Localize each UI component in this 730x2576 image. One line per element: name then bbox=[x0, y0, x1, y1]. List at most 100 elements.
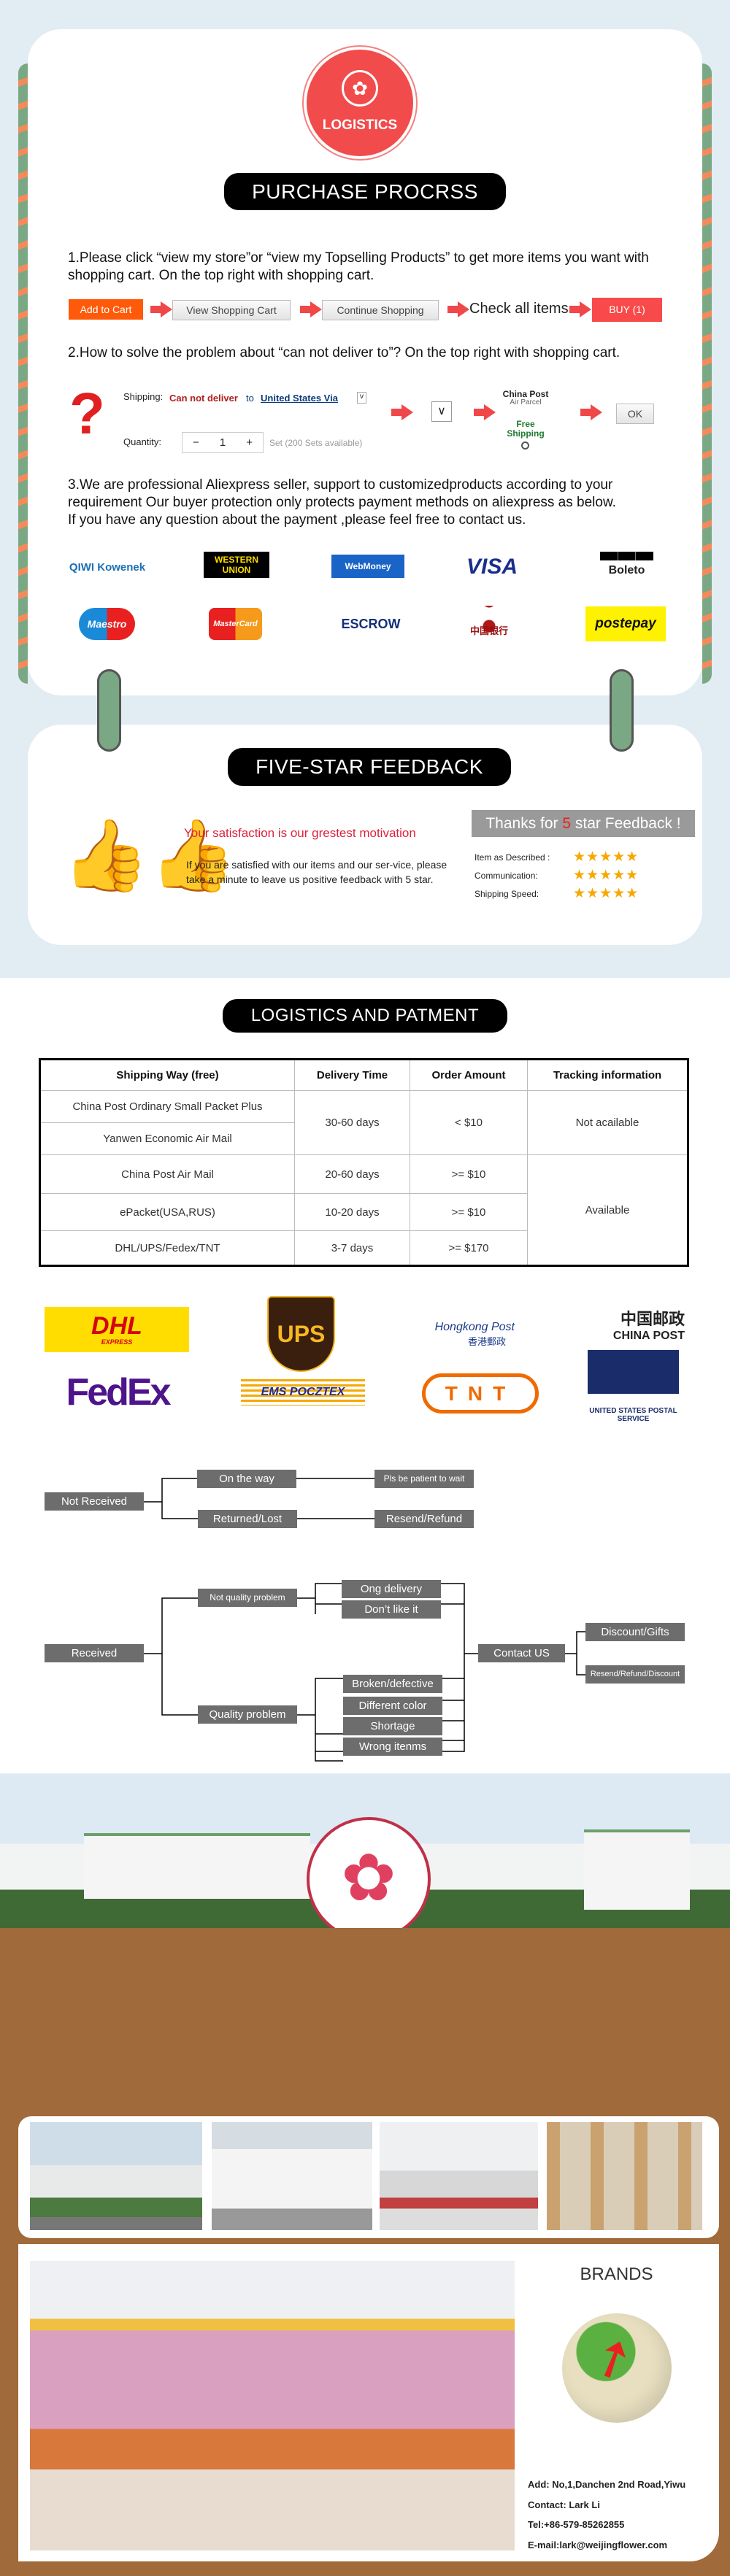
payment-boleto: Boleto bbox=[600, 552, 653, 581]
step3-text: 3.We are professional Aliexpress seller,… bbox=[68, 477, 616, 510]
carrier-dhl: DHL EXPRESS bbox=[45, 1307, 189, 1352]
payment-bank-of-china: 中国银行 bbox=[467, 606, 511, 642]
continue-shopping-button[interactable]: Continue Shopping bbox=[322, 300, 439, 320]
flow-returned: Returned/Lost bbox=[198, 1510, 297, 1528]
arrow-icon bbox=[391, 404, 413, 420]
step2-text: 2.How to solve the problem about “can no… bbox=[68, 345, 620, 360]
flow-received: Received bbox=[45, 1644, 144, 1662]
payment-webmoney: WebMoney bbox=[331, 555, 404, 578]
table-cell: >= $170 bbox=[410, 1230, 528, 1266]
shipping-radio[interactable] bbox=[521, 441, 529, 450]
contact-address: Add: No,1,Danchen 2nd Road,Yiwu bbox=[528, 2479, 686, 2490]
payment-western-union: WESTERN UNION bbox=[204, 552, 269, 578]
table-cell: DHL/UPS/Fedex/TNT bbox=[39, 1230, 295, 1266]
photo-showroom bbox=[30, 2261, 515, 2550]
step1-text: 1.Please click “view my store”or “view m… bbox=[68, 250, 649, 283]
chinapost-chinese: 中国邮政 bbox=[620, 1310, 685, 1328]
factory-building bbox=[84, 1833, 310, 1899]
table-cell: Yanwen Economic Air Mail bbox=[39, 1122, 295, 1155]
shipping-dropdown-icon[interactable]: v bbox=[357, 392, 366, 404]
rating-row: Shipping Speed: ★★★★★ bbox=[474, 884, 694, 903]
payment-visa: VISA bbox=[466, 555, 518, 579]
ratings-list: Item as Described : ★★★★★ Communication: ★★… bbox=[474, 848, 694, 903]
decrement-button[interactable]: − bbox=[193, 436, 199, 449]
carrier-ups: UPS bbox=[267, 1296, 335, 1372]
arrow-icon bbox=[300, 301, 322, 317]
flow-shortage: Shortage bbox=[343, 1717, 442, 1735]
thanks-pre: Thanks for bbox=[485, 815, 563, 832]
payment-escrow: ESCROW bbox=[341, 616, 401, 631]
flow-wait: Pls be patient to wait bbox=[374, 1470, 474, 1488]
flow-long-delivery: Ong delivery bbox=[342, 1580, 441, 1598]
payment-postepay: postepay bbox=[585, 606, 666, 641]
feedback-body: If you are satisfied with our items and … bbox=[186, 859, 447, 885]
table-cell: >= $10 bbox=[410, 1154, 528, 1194]
rating-stars-icon: ★★★★★ bbox=[573, 849, 639, 865]
flow-wrong: Wrong itenms bbox=[343, 1738, 442, 1756]
check-all-items-label: Check all items bbox=[469, 301, 569, 317]
quantity-value[interactable]: 1 bbox=[219, 436, 226, 449]
carrier-tnt: TNT bbox=[422, 1373, 539, 1414]
photo-factory-exterior bbox=[30, 2122, 202, 2230]
quantity-stepper[interactable]: − 1 + bbox=[182, 432, 264, 453]
rating-label: Item as Described : bbox=[474, 852, 550, 863]
rating-row: Communication: ★★★★★ bbox=[474, 866, 694, 884]
carrier-sub: Air Parcel bbox=[510, 398, 542, 406]
shipping-to: to bbox=[246, 393, 254, 404]
table-cell: >= $10 bbox=[410, 1193, 528, 1231]
flow-quality: Quality problem bbox=[198, 1705, 297, 1724]
payment-qiwi: QIWI Kowenek bbox=[69, 561, 146, 574]
carrier-hongkong-post: Hongkong Post 香港郵政 bbox=[398, 1306, 515, 1357]
ok-button[interactable]: OK bbox=[616, 404, 654, 424]
dropdown-open-icon[interactable]: ∨ bbox=[431, 401, 452, 422]
shipping-error: Can not deliver bbox=[169, 393, 238, 404]
view-shopping-cart-button[interactable]: View Shopping Cart bbox=[172, 300, 291, 320]
header-tracking: Tracking information bbox=[527, 1059, 688, 1091]
company-logo-icon: ✿ bbox=[307, 1817, 431, 1928]
flow-diff-color: Different color bbox=[343, 1697, 442, 1715]
rating-label: Communication: bbox=[474, 870, 538, 881]
logistics-title: LOGISTICS AND PATMENT bbox=[223, 999, 507, 1033]
payment-maestro: Maestro bbox=[79, 608, 135, 640]
header-order-amount: Order Amount bbox=[410, 1059, 528, 1091]
thanks-banner: Thanks for 5 star Feedback ! bbox=[472, 810, 695, 837]
flowchart-lines bbox=[144, 1478, 585, 1762]
buy-button[interactable]: BUY (1) bbox=[592, 298, 662, 322]
table-cell: China Post Ordinary Small Packet Plus bbox=[39, 1090, 295, 1123]
hkpost-label: Hongkong Post bbox=[434, 1321, 515, 1333]
thanks-post: star Feedback ! bbox=[571, 815, 681, 832]
rating-label: Shipping Speed: bbox=[474, 888, 539, 899]
contact-email[interactable]: E-mail:lark@weijingflower.com bbox=[528, 2540, 668, 2550]
contact-person: Contact: Lark Li bbox=[528, 2499, 600, 2510]
table-cell: 10-20 days bbox=[294, 1193, 410, 1231]
thumbs-up-icon: 👍👍 bbox=[62, 817, 237, 895]
add-to-cart-button[interactable]: Add to Cart bbox=[69, 299, 143, 320]
table-cell: 30-60 days bbox=[294, 1090, 410, 1155]
rating-stars-icon: ★★★★★ bbox=[573, 886, 639, 901]
header-shipping-way: Shipping Way (free) bbox=[39, 1059, 295, 1091]
quantity-label: Quantity: bbox=[123, 436, 162, 447]
shipping-country-link[interactable]: United States Via bbox=[261, 393, 338, 404]
step3-contact-text: If you have any question about the payme… bbox=[68, 512, 526, 528]
card-border-right bbox=[702, 63, 712, 684]
factory-photo: ✿ bbox=[0, 1775, 730, 1928]
flow-broken: Broken/defective bbox=[343, 1675, 442, 1693]
dhl-label: DHL bbox=[91, 1312, 142, 1340]
brands-title: BRANDS bbox=[580, 2264, 653, 2284]
connector-line bbox=[297, 1678, 343, 1762]
flow-resend-all: Resend/Refund/Discount bbox=[585, 1665, 685, 1684]
flow-contact: Contact US bbox=[478, 1644, 565, 1662]
payment-mastercard: MasterCard bbox=[209, 608, 262, 640]
header-delivery-time: Delivery Time bbox=[294, 1059, 410, 1091]
thanks-num: 5 bbox=[562, 815, 572, 832]
increment-button[interactable]: + bbox=[246, 436, 253, 449]
purchase-title: PURCHASE PROCRSS bbox=[224, 173, 506, 210]
table-cell: ePacket(USA,RUS) bbox=[39, 1193, 295, 1231]
connector-line bbox=[441, 1583, 478, 1752]
card-border-left bbox=[18, 63, 28, 684]
rating-stars-icon: ★★★★★ bbox=[573, 868, 639, 883]
carrier-china-post: 中国邮政 CHINA POST bbox=[568, 1306, 685, 1343]
flow-not-quality: Not quality problem bbox=[198, 1589, 297, 1607]
table-cell: < $10 bbox=[410, 1090, 528, 1155]
carrier-fedex: FedEx bbox=[66, 1370, 171, 1414]
